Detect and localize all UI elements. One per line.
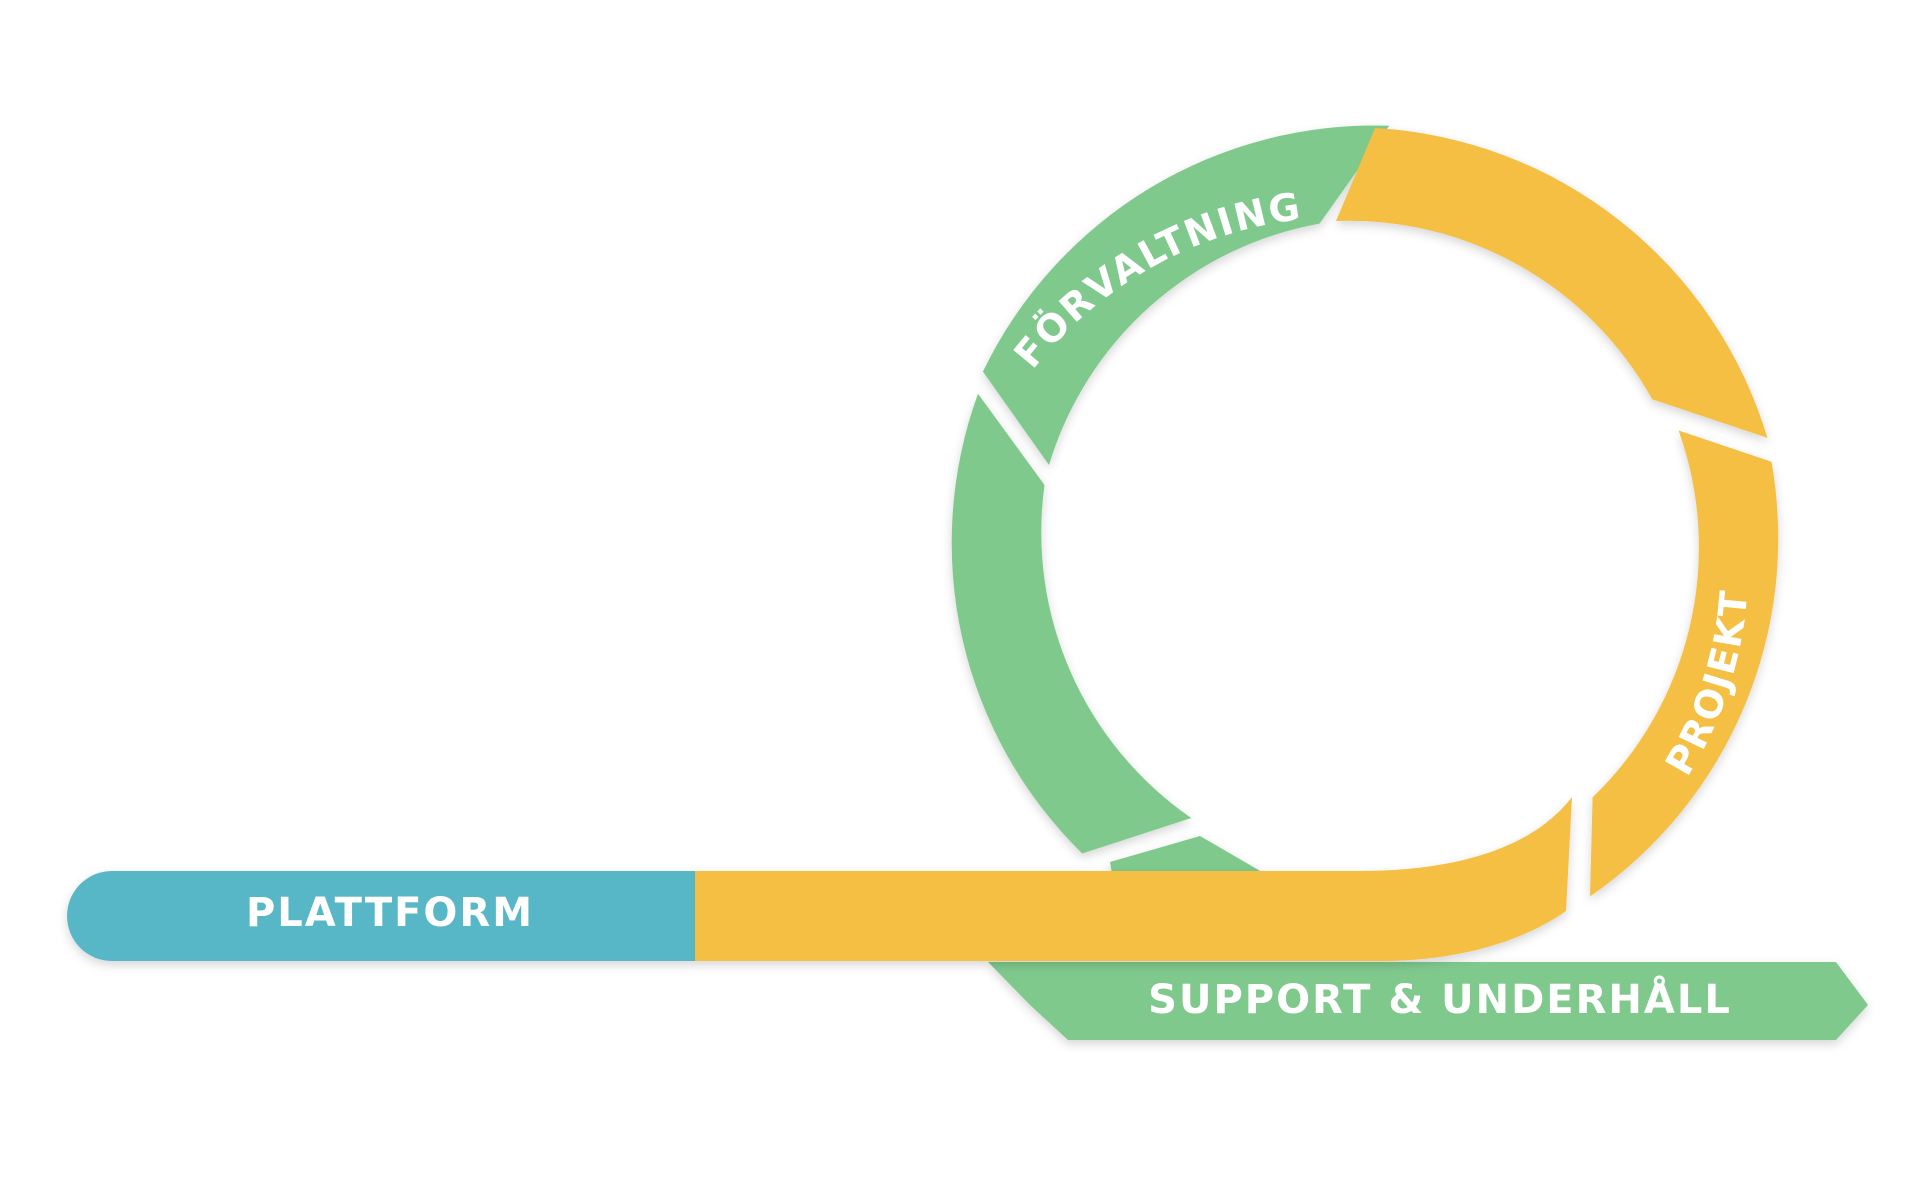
plattform-label: PLATTFORM: [246, 890, 534, 936]
support-label: SUPPORT & UNDERHÅLL: [1148, 974, 1732, 1023]
cycle-ring: [951, 125, 1779, 897]
ring-segment-forvaltning: [982, 125, 1390, 465]
ring-segment-green-bottom: [1110, 836, 1262, 874]
track-yellow-band: [695, 797, 1572, 961]
ring-segment-yellow-top: [1336, 128, 1768, 438]
main-track: [67, 797, 1572, 961]
ring-segment-projekt: [1590, 430, 1779, 897]
ring-segment-green-lower: [951, 393, 1192, 854]
support-band: [988, 962, 1868, 1040]
plattform-band: [67, 871, 695, 961]
